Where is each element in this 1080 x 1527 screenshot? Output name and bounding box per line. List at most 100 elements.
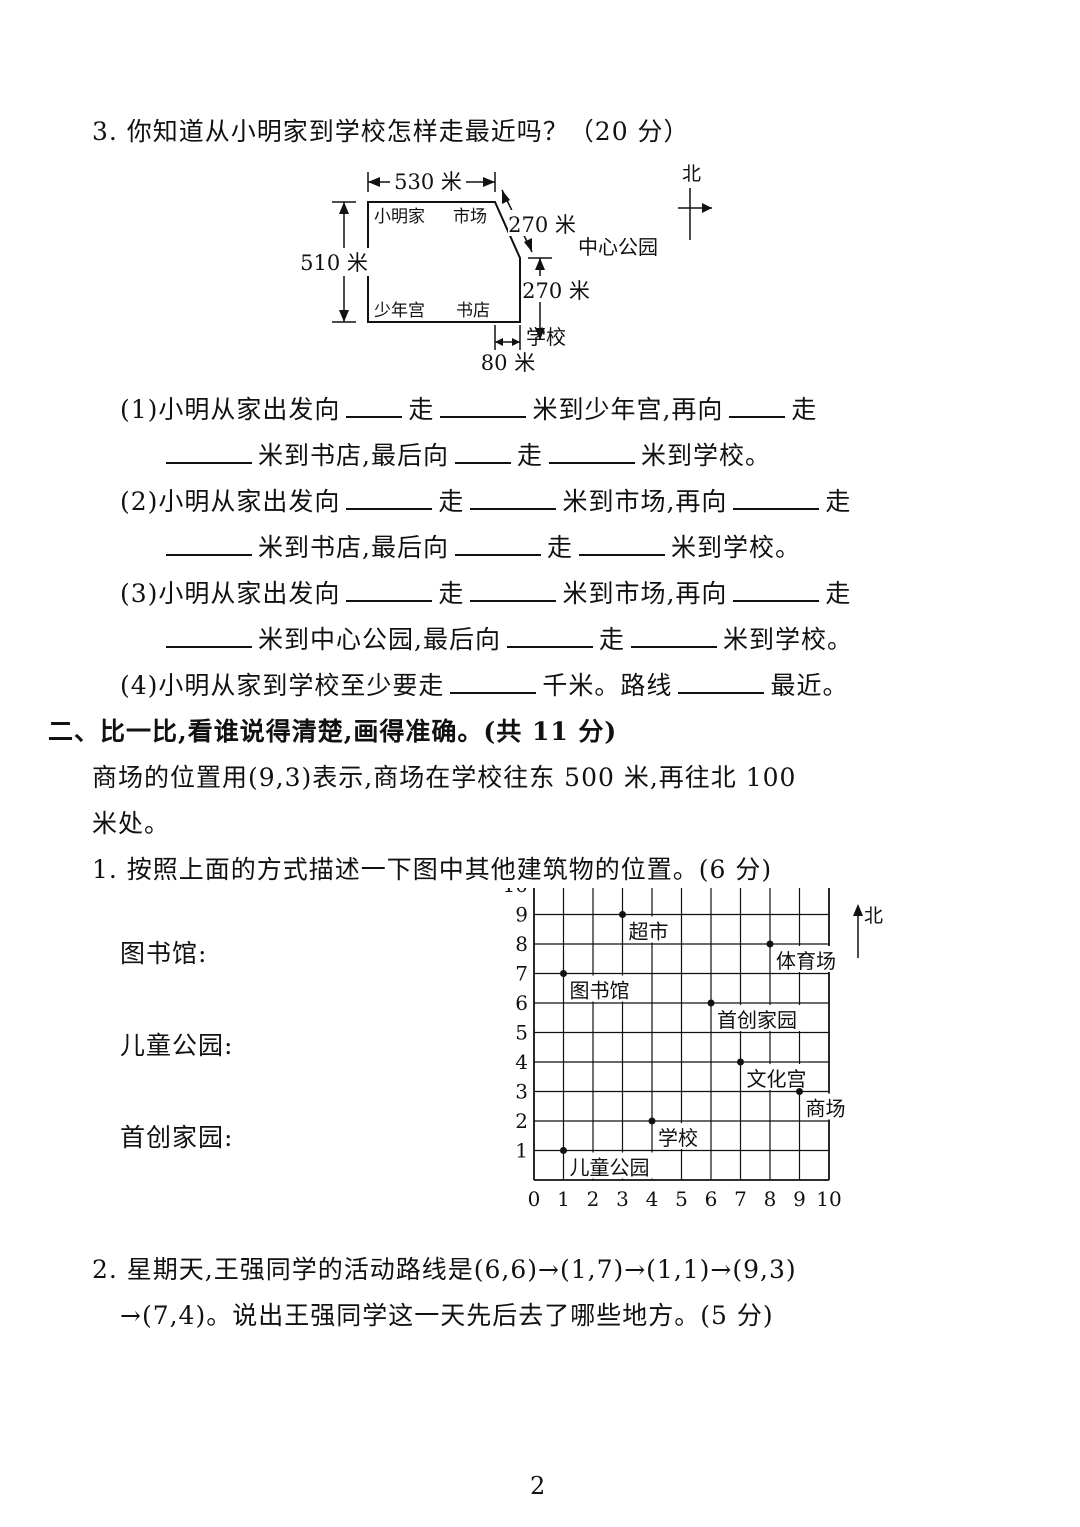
answer-blank[interactable] [470, 482, 557, 510]
answer-blank[interactable] [733, 574, 820, 602]
location-label: 超市 [629, 920, 669, 944]
y-tick-label: 10 [503, 888, 528, 897]
park-label: 中心公园 [578, 235, 658, 259]
location-point [619, 911, 626, 918]
location-label-bg [744, 1064, 817, 1090]
y-tick-label: 4 [515, 1050, 528, 1074]
location-point [560, 970, 567, 977]
location-label-bg [774, 946, 846, 972]
y-tick-label: 1 [515, 1139, 528, 1163]
q3-sub1-line2: 米到书店,最后向走米到学校。 [160, 436, 771, 472]
north-label: 北 [682, 163, 701, 185]
q3-sub2-line1: (2)小明从家出发向走米到市场,再向走 [120, 482, 851, 518]
left-dist-label: 510 米 [300, 251, 368, 275]
answer-blank[interactable] [166, 436, 252, 464]
q3-sub3-line2: 米到中心公园,最后向走米到学校。 [160, 620, 853, 656]
coordinate-grid: 01234567891012345678910100 m北超市体育场图书馆首创家… [503, 888, 883, 1211]
section2-intro-1: 商场的位置用(9,3)表示,商场在学校往东 500 米,再往北 100 [92, 763, 797, 792]
section2-q2-line2: →(7,4)。说出王强同学这一天先后去了哪些地方。(5 分) [120, 1301, 774, 1330]
q3-sub3-line1: (3)小明从家出发向走米到市场,再向走 [120, 574, 851, 610]
page-number: 2 [530, 1472, 546, 1500]
route-map: 530 米 510 米 270 米 270 米 80 米 小明家 市场 少年宫 … [300, 163, 712, 375]
y-tick-label: 7 [515, 962, 528, 986]
location-point [796, 1088, 803, 1095]
x-tick-label: 9 [793, 1187, 806, 1211]
y-tick-label: 6 [515, 991, 528, 1015]
north-arrow-head [853, 904, 863, 916]
location-label: 体育场 [776, 949, 836, 973]
location-label-bg [626, 916, 677, 943]
x-tick-label: 10 [816, 1187, 841, 1211]
x-tick-label: 5 [675, 1187, 688, 1211]
section2-intro-2: 米处。 [92, 809, 171, 838]
x-tick-label: 4 [646, 1187, 659, 1211]
x-tick-label: 0 [528, 1187, 541, 1211]
answer-blank[interactable] [470, 574, 557, 602]
answer-blank[interactable] [630, 620, 717, 648]
location-point [560, 1147, 567, 1154]
answer-blank[interactable] [346, 482, 433, 510]
x-tick-label: 8 [764, 1187, 777, 1211]
route-shape [367, 201, 521, 323]
answer-blank[interactable] [166, 620, 252, 648]
y-tick-label: 8 [515, 932, 528, 956]
answer-blank[interactable] [733, 482, 820, 510]
q3-sub4: (4)小明从家到学校至少要走千米。路线最近。 [120, 666, 848, 702]
x-tick-label: 1 [557, 1187, 570, 1211]
location-label: 文化宫 [747, 1067, 807, 1091]
answer-blank[interactable] [578, 528, 665, 556]
location-point [766, 940, 774, 948]
answer-blank[interactable] [454, 528, 541, 556]
answer-blank[interactable] [548, 436, 635, 464]
answer-blank[interactable] [440, 390, 527, 418]
youth-palace-label: 少年宫 [374, 301, 425, 321]
answer-blank[interactable] [454, 436, 511, 464]
section2-q1-title: 1. 按照上面的方式描述一下图中其他建筑物的位置。(6 分) [92, 855, 773, 884]
location-label-bg [567, 975, 640, 1002]
school-label: 学校 [526, 325, 566, 349]
section2-q2-line1: 2. 星期天,王强同学的活动路线是(6,6)→(1,7)→(1,1)→(9,3) [92, 1255, 797, 1284]
answer-label-shouchuang: 首创家园: [120, 1123, 234, 1152]
location-label: 儿童公园 [570, 1156, 650, 1180]
answer-blank[interactable] [346, 574, 433, 602]
y-tick-label: 3 [515, 1080, 528, 1104]
section2-title: 二、比一比,看谁说得清楚,画得准确。(共 11 分) [48, 717, 618, 746]
location-label: 首创家园 [717, 1008, 797, 1032]
answer-blank[interactable] [166, 528, 252, 556]
north-label: 北 [864, 905, 883, 927]
x-tick-label: 6 [705, 1187, 718, 1211]
location-point [707, 999, 715, 1007]
answer-label-childrens-park: 儿童公园: [120, 1031, 234, 1060]
x-tick-label: 2 [587, 1187, 600, 1211]
q3-sub1-line1: (1)小明从家出发向走米到少年宫,再向走 [120, 390, 817, 426]
location-point [737, 1058, 744, 1066]
x-tick-label: 3 [616, 1187, 629, 1211]
location-label: 图书馆 [570, 979, 630, 1003]
answer-blank[interactable] [506, 620, 593, 648]
location-label: 商场 [806, 1097, 846, 1121]
bottom-dist-label: 80 米 [481, 351, 535, 375]
location-label-bg [656, 1123, 706, 1149]
diag-dist-label: 270 米 [508, 213, 576, 237]
location-label: 学校 [658, 1126, 698, 1150]
location-label-bg [567, 1152, 662, 1179]
answer-blank[interactable] [346, 390, 403, 418]
answer-blank[interactable] [729, 390, 786, 418]
x-tick-label: 7 [734, 1187, 747, 1211]
location-label-bg [803, 1093, 854, 1120]
y-tick-label: 5 [515, 1021, 528, 1045]
top-dist-label: 530 米 [394, 170, 462, 194]
bookstore-label: 书店 [456, 301, 490, 321]
q3-sub2-line2: 米到书店,最后向走米到学校。 [160, 528, 801, 564]
location-label-bg [715, 1005, 809, 1031]
right-dist-label: 270 米 [522, 279, 590, 303]
answer-blank[interactable] [450, 666, 537, 694]
y-tick-label: 9 [515, 903, 528, 927]
location-point [648, 1117, 656, 1125]
answer-blank[interactable] [678, 666, 765, 694]
q3-title: 3. 你知道从小明家到学校怎样走最近吗？（20 分） [92, 117, 690, 146]
y-tick-label: 2 [515, 1109, 528, 1133]
answer-label-library: 图书馆: [120, 939, 208, 968]
home-label: 小明家 [374, 207, 425, 227]
market-label: 市场 [453, 207, 487, 227]
